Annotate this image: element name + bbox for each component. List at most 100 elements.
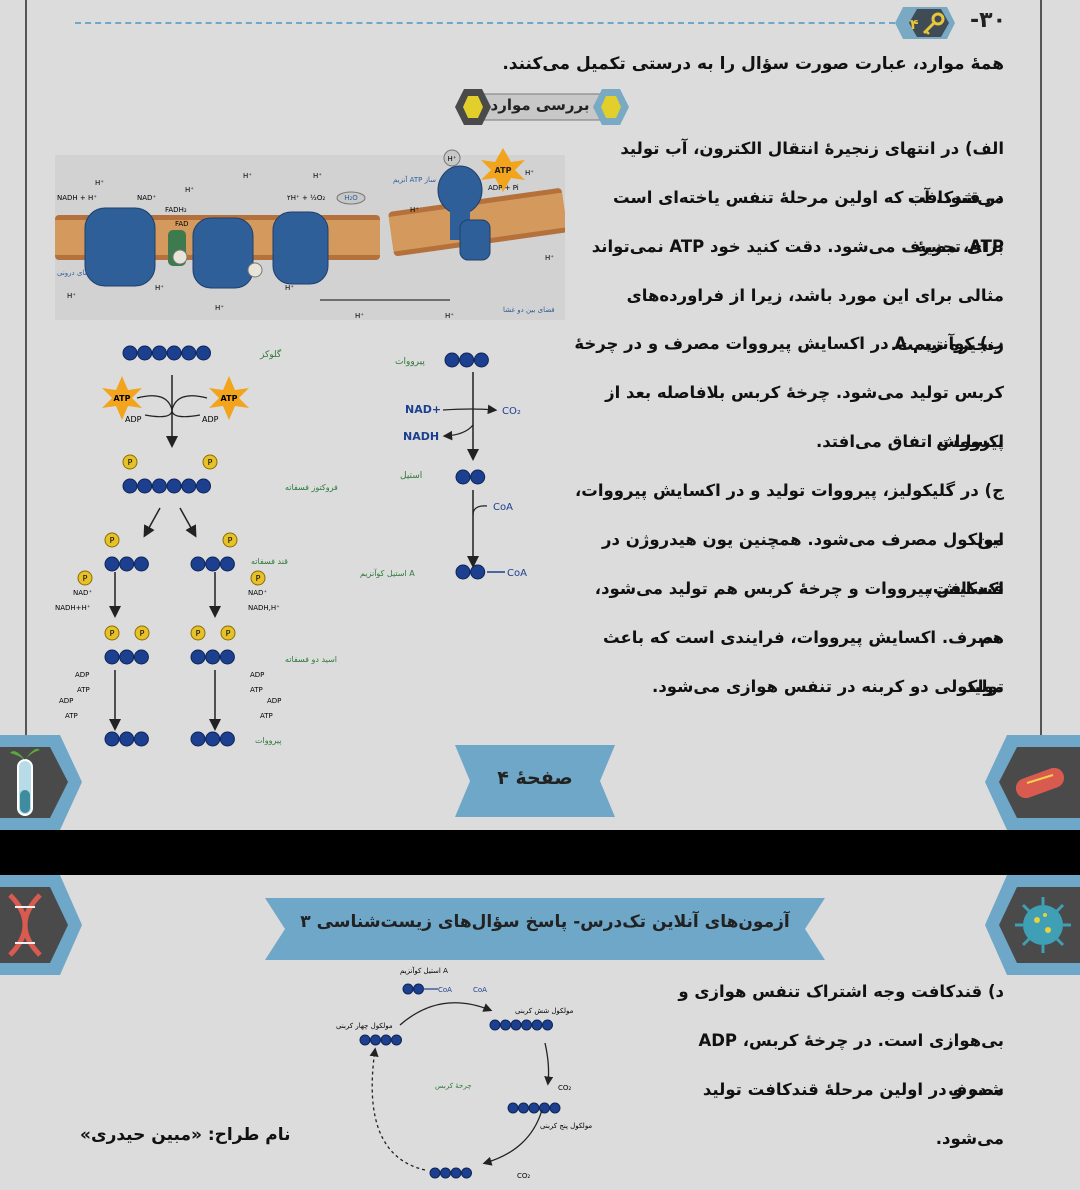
svg-text:فروکتوز فسفاته: فروکتوز فسفاته xyxy=(285,483,338,492)
svg-text:H₂O: H₂O xyxy=(344,194,358,202)
designer-credit: نام طراح: «مبین حیدری» xyxy=(80,1125,291,1145)
carbon-atom xyxy=(380,1034,392,1046)
svg-text:H⁺: H⁺ xyxy=(185,186,194,194)
carbon-atom xyxy=(181,478,197,494)
svg-text:پیرووات: پیرووات xyxy=(395,357,425,367)
carbon-atom xyxy=(219,649,235,665)
paragraph-line: ATP، مصرف می‌شود. دقت کنید خود ATP نمی‌ت… xyxy=(591,237,1004,256)
svg-text:NADH: NADH xyxy=(403,430,439,443)
phosphate-group xyxy=(77,570,93,586)
svg-text:NADH,H⁺: NADH,H⁺ xyxy=(248,604,280,612)
svg-text:CoA: CoA xyxy=(438,986,452,994)
page-frame-right xyxy=(1040,0,1042,830)
svg-text:چرخهٔ کربس: چرخهٔ کربس xyxy=(435,1082,472,1090)
carbon-atom xyxy=(470,564,486,580)
carbon-atom xyxy=(151,478,167,494)
svg-text:استیل کوآنزیم A: استیل کوآنزیم A xyxy=(360,568,415,578)
pyruvate-oxidation-diagram xyxy=(444,352,489,580)
svg-text:H⁺: H⁺ xyxy=(410,206,419,214)
complex-1 xyxy=(84,207,156,287)
glucose-molecule xyxy=(122,345,211,361)
svg-text:فضای بین دو غشا: فضای بین دو غشا xyxy=(503,306,555,314)
paragraph-line: شده و در اولین مرحلهٔ قندکافت تولید می‌ش… xyxy=(702,1080,1004,1148)
carbon-atom xyxy=(119,556,135,572)
paragraph-line: مولکول مصرف می‌شود. همچنین یون هیدروژن د… xyxy=(602,530,1004,598)
bacteria-icon xyxy=(985,735,1080,830)
carbon-atom xyxy=(489,1019,501,1031)
carbon-atom xyxy=(542,1019,553,1031)
carbon-atom xyxy=(370,1034,381,1046)
paragraph-line: ب) کوآنزیم A در اکسایش پیرووات مصرف و در… xyxy=(574,334,1004,353)
carbon-atom xyxy=(122,345,138,361)
carbon-atom xyxy=(219,731,235,747)
svg-text:ATP: ATP xyxy=(65,712,78,720)
carbon-atom xyxy=(196,345,211,361)
carbon-atom xyxy=(459,352,475,368)
svg-text:H⁺: H⁺ xyxy=(448,155,457,163)
krebs-cycle-figure: استیل کوآنزیم A CoA CoA مولکول شش کربنی … xyxy=(336,966,592,1180)
carbon-atom xyxy=(450,1167,462,1179)
five-carbon-molecule xyxy=(507,1102,561,1114)
carbon-atom xyxy=(510,1019,522,1031)
svg-text:ADP: ADP xyxy=(59,697,73,705)
review-header xyxy=(455,89,629,125)
svg-text:ATP: ATP xyxy=(77,686,90,694)
carbon-atom xyxy=(205,556,221,572)
svg-text:مولکول چهار کربنی: مولکول چهار کربنی xyxy=(336,1022,393,1030)
sugar-phosphate-molecule xyxy=(190,556,235,572)
dna-icon xyxy=(0,875,82,975)
carbon-atom xyxy=(521,1019,532,1031)
svg-text:CO₂: CO₂ xyxy=(558,1084,571,1092)
complex-3 xyxy=(192,217,254,289)
phosphate-label: P xyxy=(110,629,115,638)
svg-text:CoA: CoA xyxy=(493,502,513,513)
carbon-atom xyxy=(196,478,211,494)
phosphate-label: P xyxy=(226,629,231,638)
paragraph-line: مولکولی دو کربنه در تنفس هوازی می‌شود. xyxy=(652,677,1004,696)
page-number: ۳۰- xyxy=(970,8,1006,33)
svg-text:CoA: CoA xyxy=(507,568,527,579)
carbon-atom xyxy=(119,649,135,665)
phosphate-label: P xyxy=(256,574,261,583)
svg-text:ADP + Pi: ADP + Pi xyxy=(488,184,519,192)
atp-synthase xyxy=(437,165,491,261)
carbon-atom xyxy=(507,1102,519,1114)
carbon-atom xyxy=(455,564,471,580)
paragraph-line: پیرووات اتفاق می‌افتد. xyxy=(815,432,1004,451)
carbon-atom xyxy=(166,345,182,361)
carbon-atom xyxy=(391,1034,402,1046)
svg-text:مولکول پنج کربنی: مولکول پنج کربنی xyxy=(540,1122,592,1130)
svg-text:CO₂: CO₂ xyxy=(517,1172,530,1180)
sugar-phosphate-molecule xyxy=(104,556,149,572)
page-footer-label: صفحهٔ ۴ xyxy=(497,767,573,789)
page-2: آزمون‌های آنلاین تک‌درس- پاسخ سؤال‌های ز… xyxy=(0,875,1080,1190)
hexagon-bullet-icon xyxy=(455,89,491,125)
svg-text:H⁺: H⁺ xyxy=(355,312,364,320)
carbon-atom xyxy=(359,1034,371,1046)
carbon-atom xyxy=(455,469,471,485)
paragraph-line: ج) در گلیکولیز، پیرووات تولید و در اکسای… xyxy=(575,481,1004,549)
page-frame-left xyxy=(25,0,27,830)
acid-diphosphate-molecule xyxy=(104,649,149,665)
key-icon xyxy=(922,12,945,35)
svg-text:H⁺: H⁺ xyxy=(155,284,164,292)
svg-text:ADP: ADP xyxy=(202,415,219,424)
carbon-atom xyxy=(122,478,138,494)
phosphate-group xyxy=(104,625,120,641)
svg-text:NAD⁺: NAD⁺ xyxy=(73,589,92,597)
banner-title: آزمون‌های آنلاین تک‌درس- پاسخ سؤال‌های ز… xyxy=(300,912,790,932)
svg-text:H⁺: H⁺ xyxy=(243,172,252,180)
svg-text:FADH₂: FADH₂ xyxy=(165,206,187,214)
paragraph-line: بی‌هوازی است. در چرخهٔ کربس، ADP مصرف xyxy=(698,1031,1004,1099)
paragraph-line: کربس تولید می‌شود. چرخهٔ کربس بلافاصله ب… xyxy=(605,383,1004,451)
svg-text:قند فسفاته: قند فسفاته xyxy=(251,557,288,566)
carbon-atom xyxy=(190,556,206,572)
svg-text:H⁺: H⁺ xyxy=(215,304,224,312)
carbon-atom xyxy=(166,478,182,494)
svg-text:۲H⁺ + ½O₂: ۲H⁺ + ½O₂ xyxy=(287,194,325,202)
carbon-atom xyxy=(133,556,149,572)
complex-4 xyxy=(272,211,329,285)
svg-text:ATP: ATP xyxy=(250,686,263,694)
krebs-molecules xyxy=(359,983,561,1179)
carbon-atom xyxy=(205,731,221,747)
